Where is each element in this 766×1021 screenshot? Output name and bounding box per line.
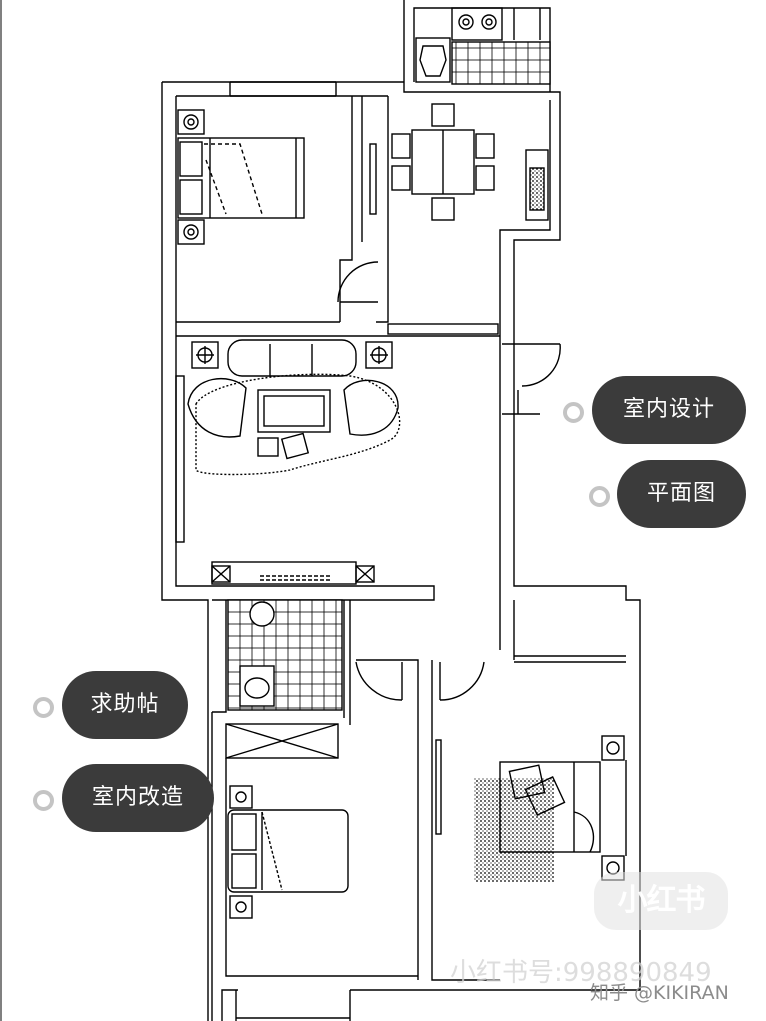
tag-help-post[interactable]: 求助帖 xyxy=(62,671,188,739)
tag-floor-plan[interactable]: 平面图 xyxy=(617,460,746,528)
living-room xyxy=(175,323,561,585)
bathroom xyxy=(225,599,343,759)
tag-dot-help-post xyxy=(33,697,54,718)
tag-dot-floor-plan xyxy=(589,486,610,507)
watermark-badge: 小红书 xyxy=(594,872,728,930)
dining-area xyxy=(391,103,549,221)
bedroom-bottom-right xyxy=(474,600,627,882)
bedroom-bottom-left xyxy=(211,712,442,1021)
watermark-account-id: 小红书号:998890849 xyxy=(450,958,712,988)
master-bedroom xyxy=(176,96,389,323)
tag-dot-indoor-design xyxy=(563,402,584,423)
tag-indoor-design[interactable]: 室内设计 xyxy=(592,376,746,444)
exterior-walls xyxy=(161,81,641,1021)
tag-renovation[interactable]: 室内改造 xyxy=(62,764,214,832)
tag-dot-renovation xyxy=(33,790,54,811)
watermark-credit: 知乎 @KIKIRAN xyxy=(590,982,729,1004)
kitchen xyxy=(403,0,551,92)
